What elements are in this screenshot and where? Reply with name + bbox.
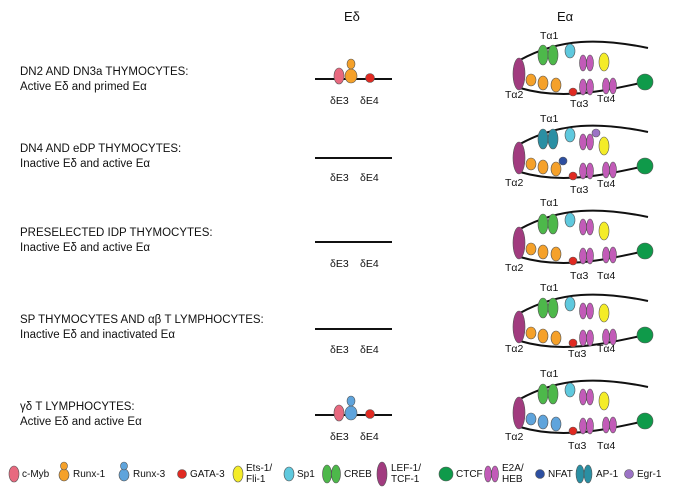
row-4-heading: SP THYMOCYTES AND αβ T LYMPHOCYTES: xyxy=(20,314,264,326)
row-1-heading: DN2 AND DN3a THYMOCYTES: xyxy=(20,66,189,78)
row-1-de4-label: δE4 xyxy=(360,95,379,107)
row-2-de3-label: δE3 xyxy=(330,172,349,184)
ea-column-header: Eα xyxy=(557,9,574,24)
legend-runx-1-icon xyxy=(58,461,70,482)
legend-lef-1-line1: LEF-1/ xyxy=(391,463,422,474)
row-3-de4-label: δE4 xyxy=(360,258,379,270)
row-1-subtitle: Active Eδ and primed Eα xyxy=(20,81,147,93)
legend-ets-1-fli-1-icon xyxy=(232,465,244,483)
row-5-ed-enhancer xyxy=(315,395,392,422)
row-5-subtitle: Active Eδ and active Eα xyxy=(20,416,142,428)
row-3-title: PRESELECTED IDP THYMOCYTES: Inactive Eδ … xyxy=(20,226,213,256)
row-5-ta2-label: Tα2 xyxy=(505,431,524,443)
legend-icons xyxy=(8,461,634,487)
ed-column-header: Eδ xyxy=(344,9,360,24)
row-1-ta3-label: Tα3 xyxy=(570,98,589,110)
row-3-ta4-label: Tα4 xyxy=(597,270,616,282)
legend-runx-1-label: Runx-1 xyxy=(73,469,106,480)
row-1-ta1-label: Tα1 xyxy=(540,30,559,42)
legend-e2a-line2: HEB xyxy=(502,474,523,485)
legend-ctcf-icon xyxy=(438,466,454,482)
row-5-title: γδ T LYMPHOCYTES: Active Eδ and active E… xyxy=(20,400,142,430)
row-3-ta1-label: Tα1 xyxy=(540,197,559,209)
row-2-ta1-label: Tα1 xyxy=(540,113,559,125)
legend-egr-1-label: Egr-1 xyxy=(637,469,662,480)
legend-egr-1-icon xyxy=(624,469,634,479)
legend-gata-3-label: GATA-3 xyxy=(190,469,225,480)
row-1-ed-enhancer xyxy=(315,58,392,85)
row-4-ta2-label: Tα2 xyxy=(505,343,524,355)
row-2-heading: DN4 AND eDP THYMOCYTES: xyxy=(20,143,182,155)
row-4-ta4-label: Tα4 xyxy=(597,343,616,355)
row-1-title: DN2 AND DN3a THYMOCYTES: Active Eδ and p… xyxy=(20,65,189,95)
row-4-de4-label: δE4 xyxy=(360,344,379,356)
row-5-de3-label: δE3 xyxy=(330,431,349,443)
row-2-ta4-label: Tα4 xyxy=(597,178,616,190)
row-4-title: SP THYMOCYTES AND αβ T LYMPHOCYTES: Inac… xyxy=(20,313,264,343)
legend-lef-1-tcf-1-icon xyxy=(376,461,388,487)
legend-e2a-heb-label: E2A/ HEB xyxy=(502,463,524,485)
row-2-subtitle: Inactive Eδ and active Eα xyxy=(20,158,151,170)
legend-ctcf-label: CTCF xyxy=(456,469,483,480)
row-1-ea-enhancer xyxy=(512,40,654,97)
row-4-subtitle: Inactive Eδ and inactivated Eα xyxy=(20,329,175,341)
row-5-ta1-label: Tα1 xyxy=(540,368,559,380)
legend-c-myb-label: c-Myb xyxy=(22,469,50,480)
row-3-de3-label: δE3 xyxy=(330,258,349,270)
legend-ets-1-fli-1-label: Ets-1/ Fli-1 xyxy=(246,463,272,485)
legend-creb-icon xyxy=(322,464,341,484)
row-2-ea-enhancer xyxy=(512,124,654,181)
legend-e2a-line1: E2A/ xyxy=(502,463,524,474)
row-3-ta3-label: Tα3 xyxy=(570,270,589,282)
row-2-title: DN4 AND eDP THYMOCYTES: Inactive Eδ and … xyxy=(20,142,181,172)
legend-ap-1-label: AP-1 xyxy=(596,469,619,480)
row-5-heading: γδ T LYMPHOCYTES: xyxy=(20,401,135,413)
legend-gata-3-icon xyxy=(177,469,187,479)
row-4-ta3-label: Tα3 xyxy=(568,348,587,360)
legend-sp1-icon xyxy=(283,466,295,482)
legend-ap-1-icon xyxy=(575,464,593,484)
legend-c-myb-icon xyxy=(8,465,20,483)
row-2-de4-label: δE4 xyxy=(360,172,379,184)
legend-ets-1-line1: Ets-1/ xyxy=(246,463,273,474)
legend-creb-label: CREB xyxy=(344,469,372,480)
row-5-ea-enhancer xyxy=(512,379,654,436)
row-3-heading: PRESELECTED IDP THYMOCYTES: xyxy=(20,227,213,239)
row-5-ta4-label: Tα4 xyxy=(597,440,616,452)
legend-nfat-label: NFAT xyxy=(548,469,573,480)
row-5-de4-label: δE4 xyxy=(360,431,379,443)
row-2-ta3-label: Tα3 xyxy=(570,184,589,196)
legend-e2a-heb-icon xyxy=(484,465,499,483)
legend-ets-1-line2: Fli-1 xyxy=(246,474,266,485)
row-1-de3-label: δE3 xyxy=(330,95,349,107)
row-4-ta1-label: Tα1 xyxy=(540,282,559,294)
row-3-ta2-label: Tα2 xyxy=(505,262,524,274)
legend-runx-3-icon xyxy=(118,461,130,482)
legend-sp1-label: Sp1 xyxy=(297,469,315,480)
row-3-subtitle: Inactive Eδ and active Eα xyxy=(20,242,151,254)
row-3-ea-enhancer xyxy=(512,209,654,266)
row-5-ta3-label: Tα3 xyxy=(568,440,587,452)
legend-lef-1-line2: TCF-1 xyxy=(391,474,420,485)
row-1-ta2-label: Tα2 xyxy=(505,89,524,101)
legend-nfat-icon xyxy=(535,469,545,479)
row-4-de3-label: δE3 xyxy=(330,344,349,356)
legend-runx-3-label: Runx-3 xyxy=(133,469,166,480)
row-4-ea-enhancer xyxy=(512,293,654,349)
row-2-ta2-label: Tα2 xyxy=(505,177,524,189)
row-1-ta4-label: Tα4 xyxy=(597,93,616,105)
legend-lef-1-tcf-1-label: LEF-1/ TCF-1 xyxy=(391,463,421,485)
